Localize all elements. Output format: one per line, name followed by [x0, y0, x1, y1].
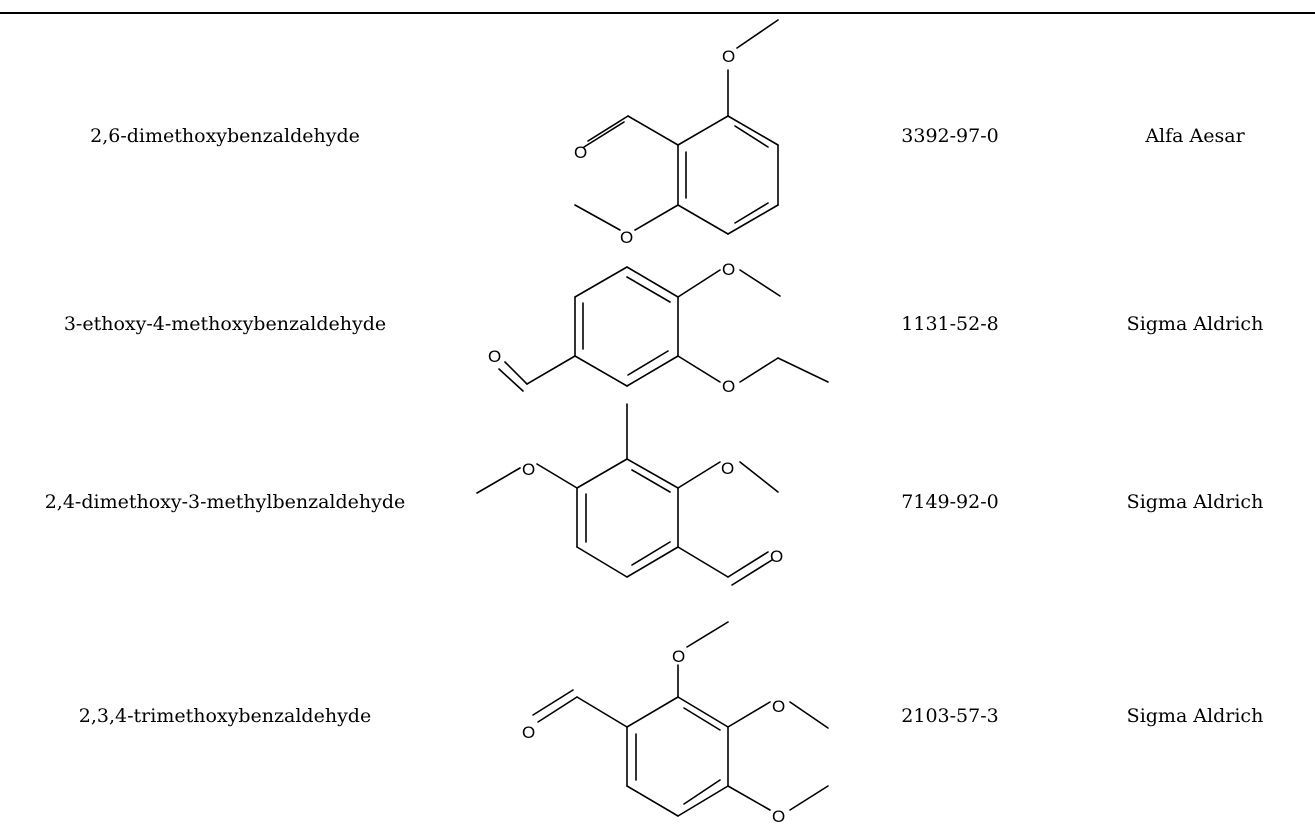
oxygen-label: O: [722, 377, 735, 396]
table-row: 3-ethoxy-4-methoxybenzaldehyde 1131-52-8…: [0, 200, 1315, 400]
oxygen-label: O: [522, 723, 535, 742]
oxygen-label: O: [721, 459, 734, 478]
structure-2-6-dimethoxybenzaldehyde: O O O: [574, 19, 779, 247]
compound-name: 2,3,4-trimethoxybenzaldehyde: [78, 705, 372, 727]
oxygen-label: O: [574, 143, 587, 162]
oxygen-label: O: [620, 228, 633, 247]
cas-number: 3392-97-0: [901, 125, 999, 147]
compound-name: 3-ethoxy-4-methoxybenzaldehyde: [63, 313, 387, 335]
table-top-rule: [0, 12, 1315, 14]
oxygen-label: O: [672, 647, 685, 666]
supplier-name: Sigma Aldrich: [1126, 705, 1264, 727]
oxygen-label: O: [522, 460, 535, 479]
table-row: 2,3,4-trimethoxybenzaldehyde 2103-57-3 S…: [0, 600, 1315, 800]
structure-2-4-dimethoxy-3-methylbenzaldehyde: O O O: [476, 403, 783, 586]
oxygen-label: O: [772, 697, 785, 716]
compound-name: 2,6-dimethoxybenzaldehyde: [90, 125, 360, 147]
cas-number: 2103-57-3: [901, 705, 999, 727]
structure-3-ethoxy-4-methoxybenzaldehyde: O O O: [488, 260, 829, 396]
oxygen-label: O: [722, 260, 735, 279]
table-row: 2,4-dimethoxy-3-methylbenzaldehyde 7149-…: [0, 400, 1315, 600]
cas-number: 7149-92-0: [901, 491, 999, 513]
oxygen-label: O: [772, 807, 785, 824]
oxygen-label: O: [722, 47, 735, 66]
oxygen-label: O: [770, 547, 783, 566]
table-row: 2,6-dimethoxybenzaldehyde 3392-97-0 Alfa…: [0, 0, 1315, 200]
cas-number: 1131-52-8: [901, 313, 999, 335]
structure-2-3-4-trimethoxybenzaldehyde: O O O O: [522, 621, 829, 824]
supplier-name: Alfa Aesar: [1145, 125, 1245, 147]
supplier-name: Sigma Aldrich: [1126, 313, 1264, 335]
oxygen-label: O: [488, 347, 501, 366]
compound-name: 2,4-dimethoxy-3-methylbenzaldehyde: [44, 491, 406, 513]
supplier-name: Sigma Aldrich: [1126, 491, 1264, 513]
